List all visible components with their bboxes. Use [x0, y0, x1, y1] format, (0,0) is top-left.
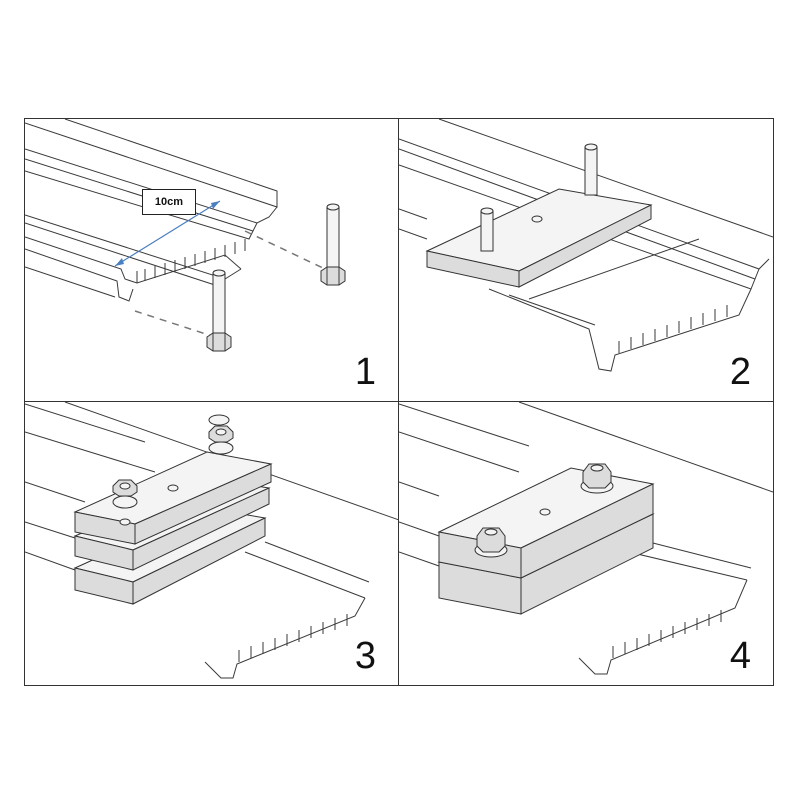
step-number-1: 1 — [354, 351, 376, 393]
step-number-4: 4 — [729, 635, 751, 677]
step-number-2: 2 — [729, 351, 751, 393]
step-1-drawing — [25, 119, 346, 352]
step-2-panel: 2 — [399, 119, 773, 402]
step-2-drawing — [399, 119, 773, 372]
plate — [425, 188, 653, 288]
bolt-icon — [206, 269, 232, 352]
nut-icon — [474, 527, 508, 558]
insertion-guide-1 — [134, 310, 216, 338]
bolt-icon — [320, 203, 346, 286]
step-4-drawing — [399, 402, 773, 675]
bolt-icon — [584, 143, 598, 196]
assembly-steps-grid: 10cm 1 — [24, 118, 774, 686]
step-4-panel: 4 — [399, 402, 773, 685]
nut-icon — [580, 463, 614, 494]
step-3-drawing — [25, 402, 398, 679]
insertion-guide-2 — [244, 230, 326, 270]
bolt-icon — [480, 207, 494, 252]
nut-icon — [208, 414, 234, 455]
step-3-panel: 3 — [25, 402, 399, 685]
step-1-panel: 10cm 1 — [25, 119, 399, 402]
dimension-label: 10cm — [142, 189, 196, 215]
step-number-3: 3 — [354, 635, 376, 677]
dimension-arrow — [114, 200, 221, 267]
nut-icon — [112, 479, 138, 526]
